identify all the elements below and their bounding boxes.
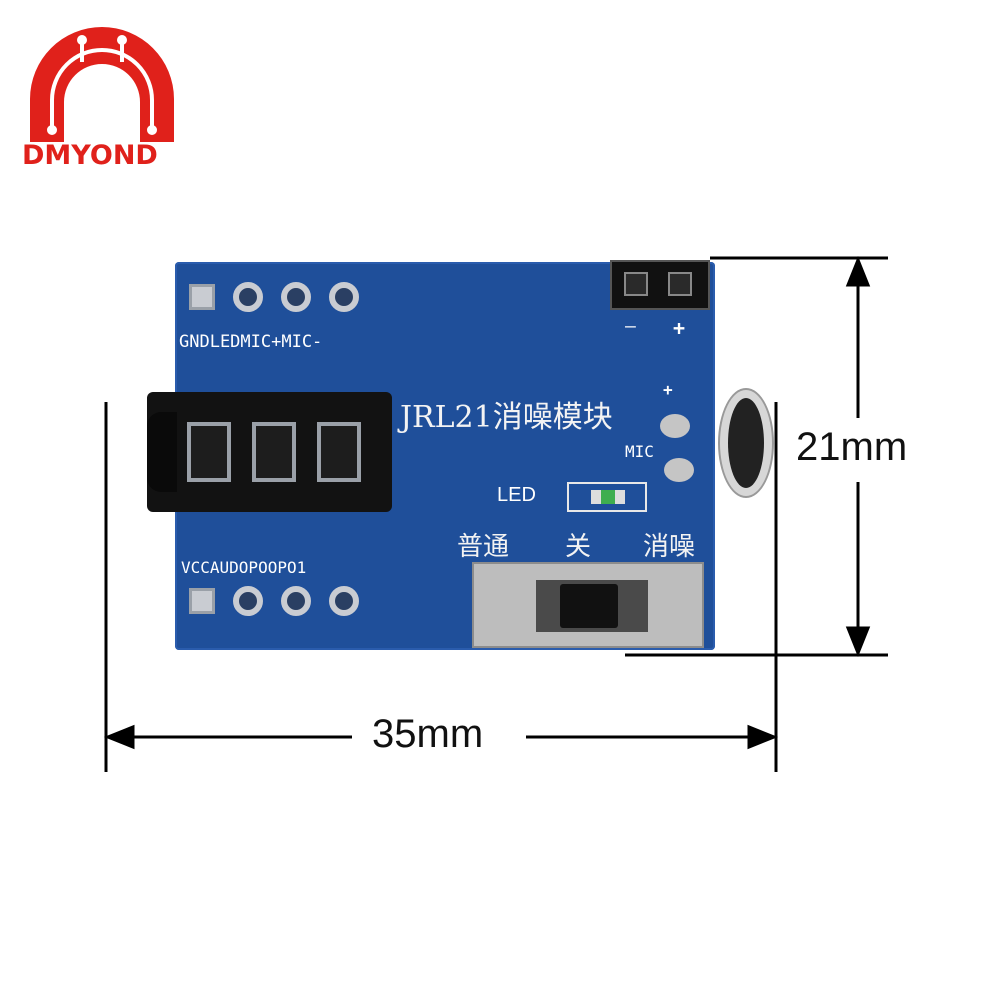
header-minus-label: — (625, 316, 636, 337)
logo-mark-icon (30, 27, 174, 142)
mic-solder-top (660, 414, 690, 438)
brand-name: DMYOND (22, 140, 158, 171)
height-dimension-label: 21mm (796, 425, 908, 469)
pad-vcc (189, 588, 215, 614)
pad-po0 (281, 586, 311, 616)
pad-po1 (329, 586, 359, 616)
pad-mic-plus (281, 282, 311, 312)
switch-label-noise-cancel: 消噪 (643, 532, 696, 562)
mic-plus-label: + (663, 380, 673, 399)
header-plus-label: + (673, 316, 686, 340)
board-title: JRL21消噪模块 (400, 400, 613, 435)
top-pin-labels: GNDLEDMIC+MIC- (179, 332, 323, 352)
switch-label-off: 关 (565, 532, 592, 562)
switch-label-normal: 普通 (457, 532, 510, 562)
audio-jack (147, 392, 392, 512)
microphone (718, 388, 774, 498)
pad-mic-minus (329, 282, 359, 312)
led-component (567, 482, 647, 512)
width-dimension-label: 35mm (372, 712, 484, 756)
pad-audo (233, 586, 263, 616)
mic-solder-bottom (664, 458, 694, 482)
slide-switch[interactable] (472, 562, 704, 648)
pad-led (233, 282, 263, 312)
noise-cancel-module-board: GNDLEDMIC+MIC- — + JRL21消噪模块 MIC + LED 普… (147, 260, 715, 650)
mic-label: MIC (625, 442, 654, 461)
pad-gnd (189, 284, 215, 310)
bottom-pin-labels: VCCAUDOPOOPO1 (181, 558, 307, 577)
led-label: LED (497, 484, 536, 506)
switch-knob[interactable] (560, 584, 618, 628)
brand-logo: DMYOND (22, 14, 182, 174)
two-pin-header (610, 260, 710, 310)
